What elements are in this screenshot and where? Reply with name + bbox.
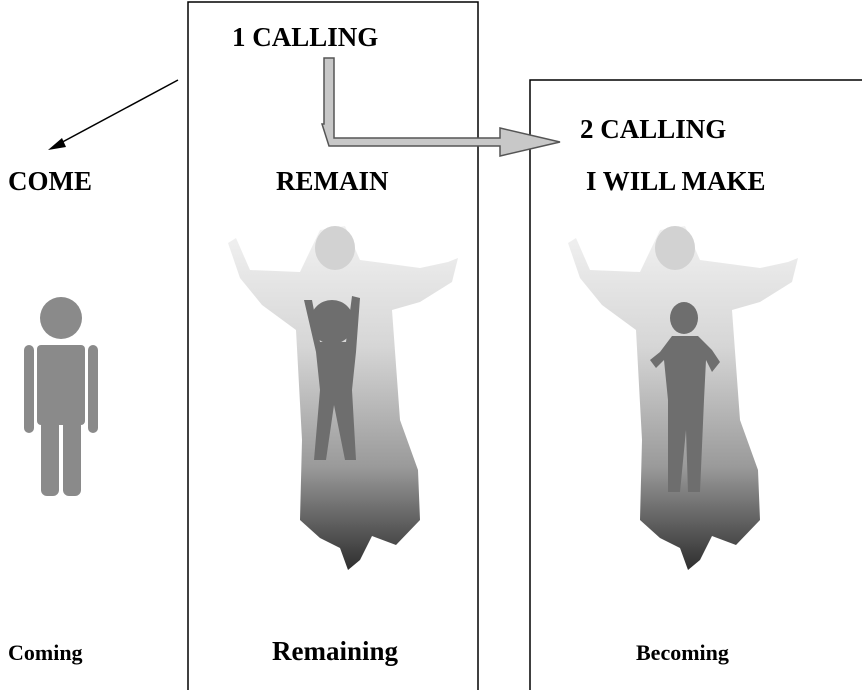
coming-label: Coming xyxy=(8,640,83,665)
calling-1-label: 1 CALLING xyxy=(232,22,379,52)
becoming-adult-figure xyxy=(650,302,720,492)
remaining-label: Remaining xyxy=(272,636,399,666)
will-make-box xyxy=(529,79,862,690)
calling-block-arrow xyxy=(320,57,561,157)
calling-2-label: 2 CALLING xyxy=(580,114,727,144)
come-label: COME xyxy=(8,166,92,196)
come-arrow xyxy=(48,79,179,150)
remain-box xyxy=(187,1,479,690)
will-make-label: I WILL MAKE xyxy=(586,166,766,196)
becoming-label: Becoming xyxy=(636,640,729,665)
remaining-child-figure xyxy=(304,296,360,460)
remain-label: REMAIN xyxy=(276,166,389,196)
coming-person-icon xyxy=(24,297,98,496)
